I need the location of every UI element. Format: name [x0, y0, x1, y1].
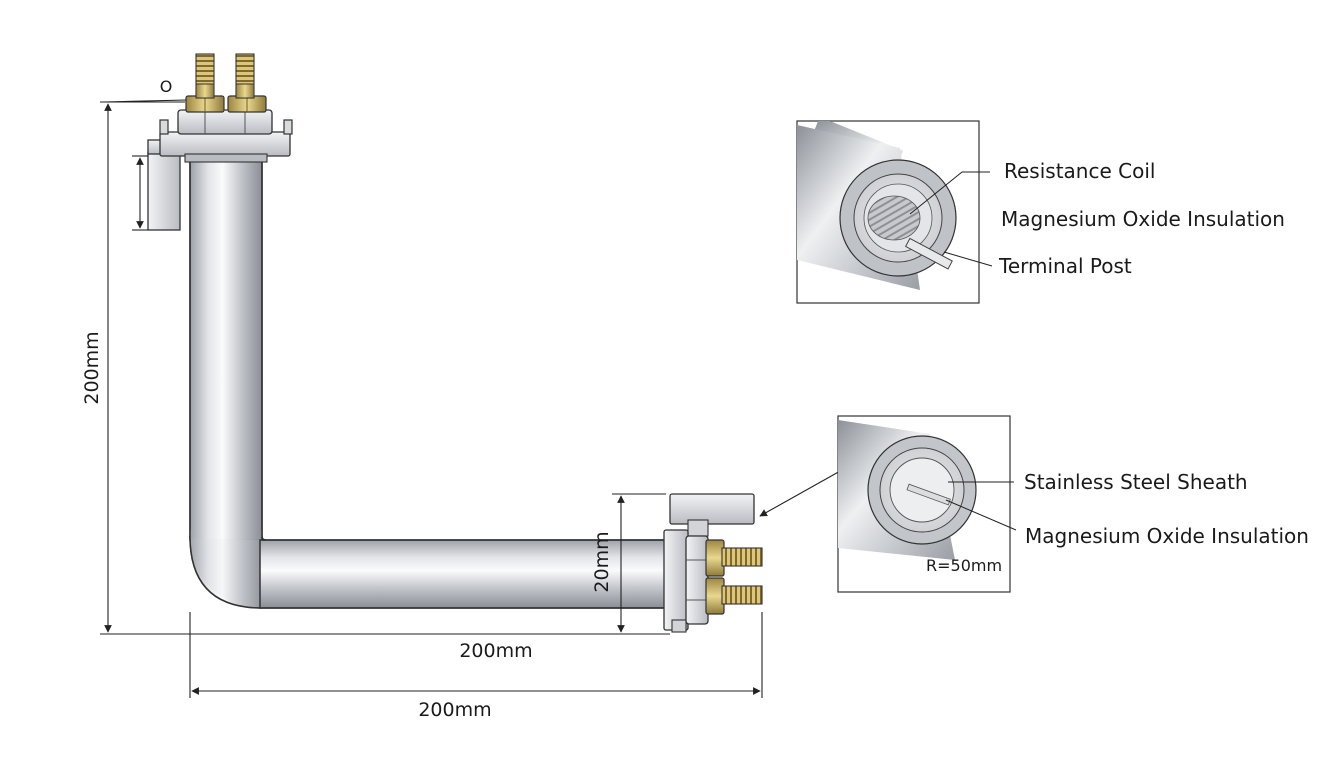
detail-bottom-label-insulation: Magnesium Oxide Insulation	[1025, 524, 1309, 548]
side-stud-bottom	[721, 585, 763, 605]
detail-top-label-terminal: Terminal Post	[998, 254, 1132, 278]
dimension-vertical-label: 200mm	[81, 331, 103, 404]
detail-top: Resistance Coil Magnesium Oxide Insulati…	[796, 120, 1285, 304]
top-marker-label: O	[160, 77, 173, 96]
detail-bottom-label-sheath: Stainless Steel Sheath	[1024, 470, 1248, 494]
side-terminal-assembly	[663, 493, 763, 633]
detail-bottom-wire	[906, 483, 951, 506]
detail-top-label-coil: Resistance Coil	[1004, 159, 1155, 183]
vertical-pipe	[189, 149, 263, 541]
dimension-outer-horizontal-label: 200mm	[418, 699, 491, 721]
top-steel-nut	[177, 109, 273, 135]
side-brass-nut-bottom	[705, 577, 725, 615]
side-stud-top	[721, 547, 763, 567]
detail-bottom: Stainless Steel Sheath Magnesium Oxide I…	[837, 415, 1309, 593]
top-bracket	[147, 151, 181, 231]
detail-top-pin	[904, 237, 953, 270]
side-bracket	[669, 493, 755, 525]
detail-bottom-radius: R=50mm	[926, 556, 1002, 575]
dimension-diameter-label: 20mm	[591, 531, 613, 592]
side-flange	[663, 529, 689, 631]
side-steel-nut	[685, 535, 709, 625]
top-flange	[159, 131, 291, 157]
detail-top-coil	[867, 195, 921, 241]
top-terminal-assembly	[147, 53, 293, 231]
dimension-lines	[100, 99, 843, 698]
detail-top-label-insulation: Magnesium Oxide Insulation	[1001, 207, 1285, 231]
side-brass-nut-top	[705, 539, 725, 577]
dimension-inner-horizontal-label: 200mm	[459, 640, 532, 662]
